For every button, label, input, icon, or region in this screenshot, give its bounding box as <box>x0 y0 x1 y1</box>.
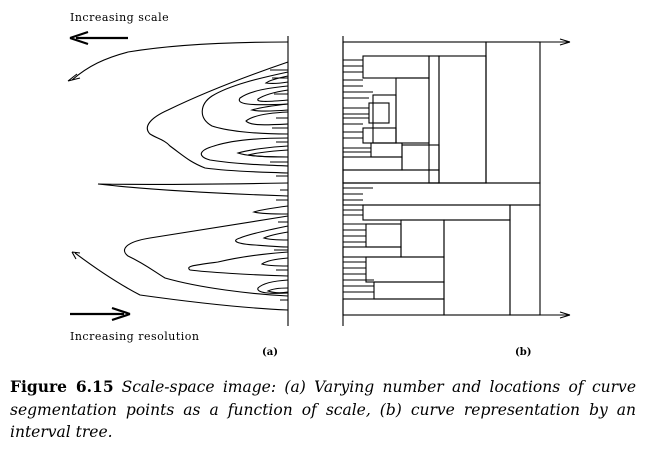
figure-number: Figure 6.15 <box>10 377 114 396</box>
contour <box>235 225 289 248</box>
contour <box>264 75 289 84</box>
scale-label: Increasing scale <box>70 11 170 24</box>
interval-box <box>365 256 445 283</box>
interval-box <box>485 41 541 184</box>
interval-box <box>362 127 397 144</box>
interval-box <box>342 182 541 206</box>
interval-box <box>342 169 440 184</box>
interval-box <box>370 142 403 158</box>
contour <box>236 145 289 158</box>
contour <box>257 279 289 294</box>
contour <box>124 215 289 297</box>
interval-box <box>395 77 430 144</box>
interval-box <box>365 223 402 248</box>
interval-box <box>401 144 440 171</box>
top-right-arrowhead-icon <box>559 38 571 46</box>
contour <box>238 85 289 106</box>
interval-box <box>342 246 402 258</box>
panel-a-plot <box>71 36 289 326</box>
interval-box <box>362 55 430 79</box>
contour <box>270 69 288 301</box>
panel-b-label: (b) <box>515 347 532 358</box>
bottom-right-arrowhead-icon <box>559 311 571 319</box>
interval-box <box>372 94 397 144</box>
contour <box>245 111 289 126</box>
contour <box>250 103 289 112</box>
interval-box <box>342 156 403 171</box>
contour <box>188 251 289 277</box>
contour <box>262 231 289 241</box>
contour <box>97 182 289 197</box>
contour <box>257 89 289 102</box>
resolution-label: Increasing resolution <box>70 330 200 343</box>
contour <box>247 149 289 158</box>
interval-box <box>428 55 440 184</box>
scale-arrow <box>69 30 128 46</box>
contour <box>74 252 289 311</box>
resolution-arrow <box>70 306 131 322</box>
contour <box>260 257 289 267</box>
interval-box <box>443 219 511 316</box>
contour <box>252 205 289 215</box>
fine-intervals <box>343 59 374 293</box>
interval-box <box>438 55 487 184</box>
scale-space-figure <box>67 30 571 326</box>
contour <box>71 41 289 81</box>
interval-box <box>400 219 445 258</box>
interval-box <box>362 204 511 221</box>
interval-box <box>509 204 541 316</box>
interval-box <box>342 298 445 316</box>
panel-a-label: (a) <box>262 347 278 358</box>
contour <box>200 137 289 167</box>
top-left-arrowhead-icon <box>67 73 81 82</box>
interval-box <box>368 102 390 124</box>
interval-box <box>342 41 487 184</box>
caption-text: Scale-space image: (a) Varying number an… <box>10 378 636 441</box>
contour <box>201 71 289 135</box>
contour <box>146 61 289 174</box>
interval-box <box>373 281 445 300</box>
lower-left-arrowhead-icon <box>71 251 81 260</box>
contour <box>266 287 289 294</box>
panel-b-plot <box>342 36 571 326</box>
